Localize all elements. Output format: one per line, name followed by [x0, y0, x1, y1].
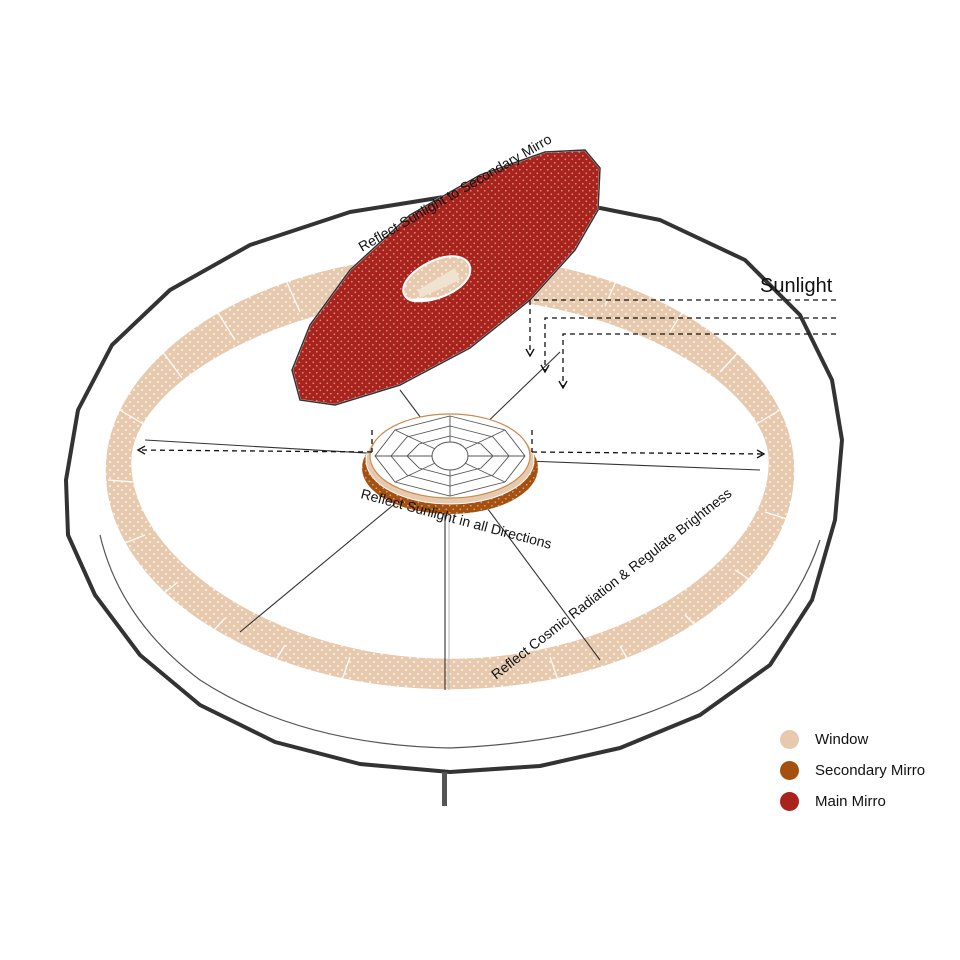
main-mirror — [290, 148, 602, 407]
reflection-arrows — [136, 430, 766, 459]
support-post — [442, 772, 447, 806]
main-mirror-swatch-icon — [780, 792, 799, 811]
legend-item-main-mirror: Main Mirro — [780, 786, 955, 817]
window-ring — [104, 254, 796, 691]
secondary-mirror-swatch-icon — [780, 761, 799, 780]
sunlight-rays — [525, 299, 836, 390]
legend-item-secondary-mirror: Secondary Mirro — [780, 755, 955, 786]
legend-label: Secondary Mirro — [815, 762, 926, 779]
legend-label: Window — [815, 731, 869, 748]
hub-grid — [374, 415, 526, 497]
legend: Window Secondary Mirro Main Mirro — [780, 724, 955, 817]
legend-item-window: Window — [780, 724, 955, 755]
window-swatch-icon — [780, 730, 799, 749]
legend-label: Main Mirro — [815, 793, 886, 810]
sunlight-label: Sunlight — [760, 275, 833, 297]
secondary-mirror — [362, 413, 538, 514]
